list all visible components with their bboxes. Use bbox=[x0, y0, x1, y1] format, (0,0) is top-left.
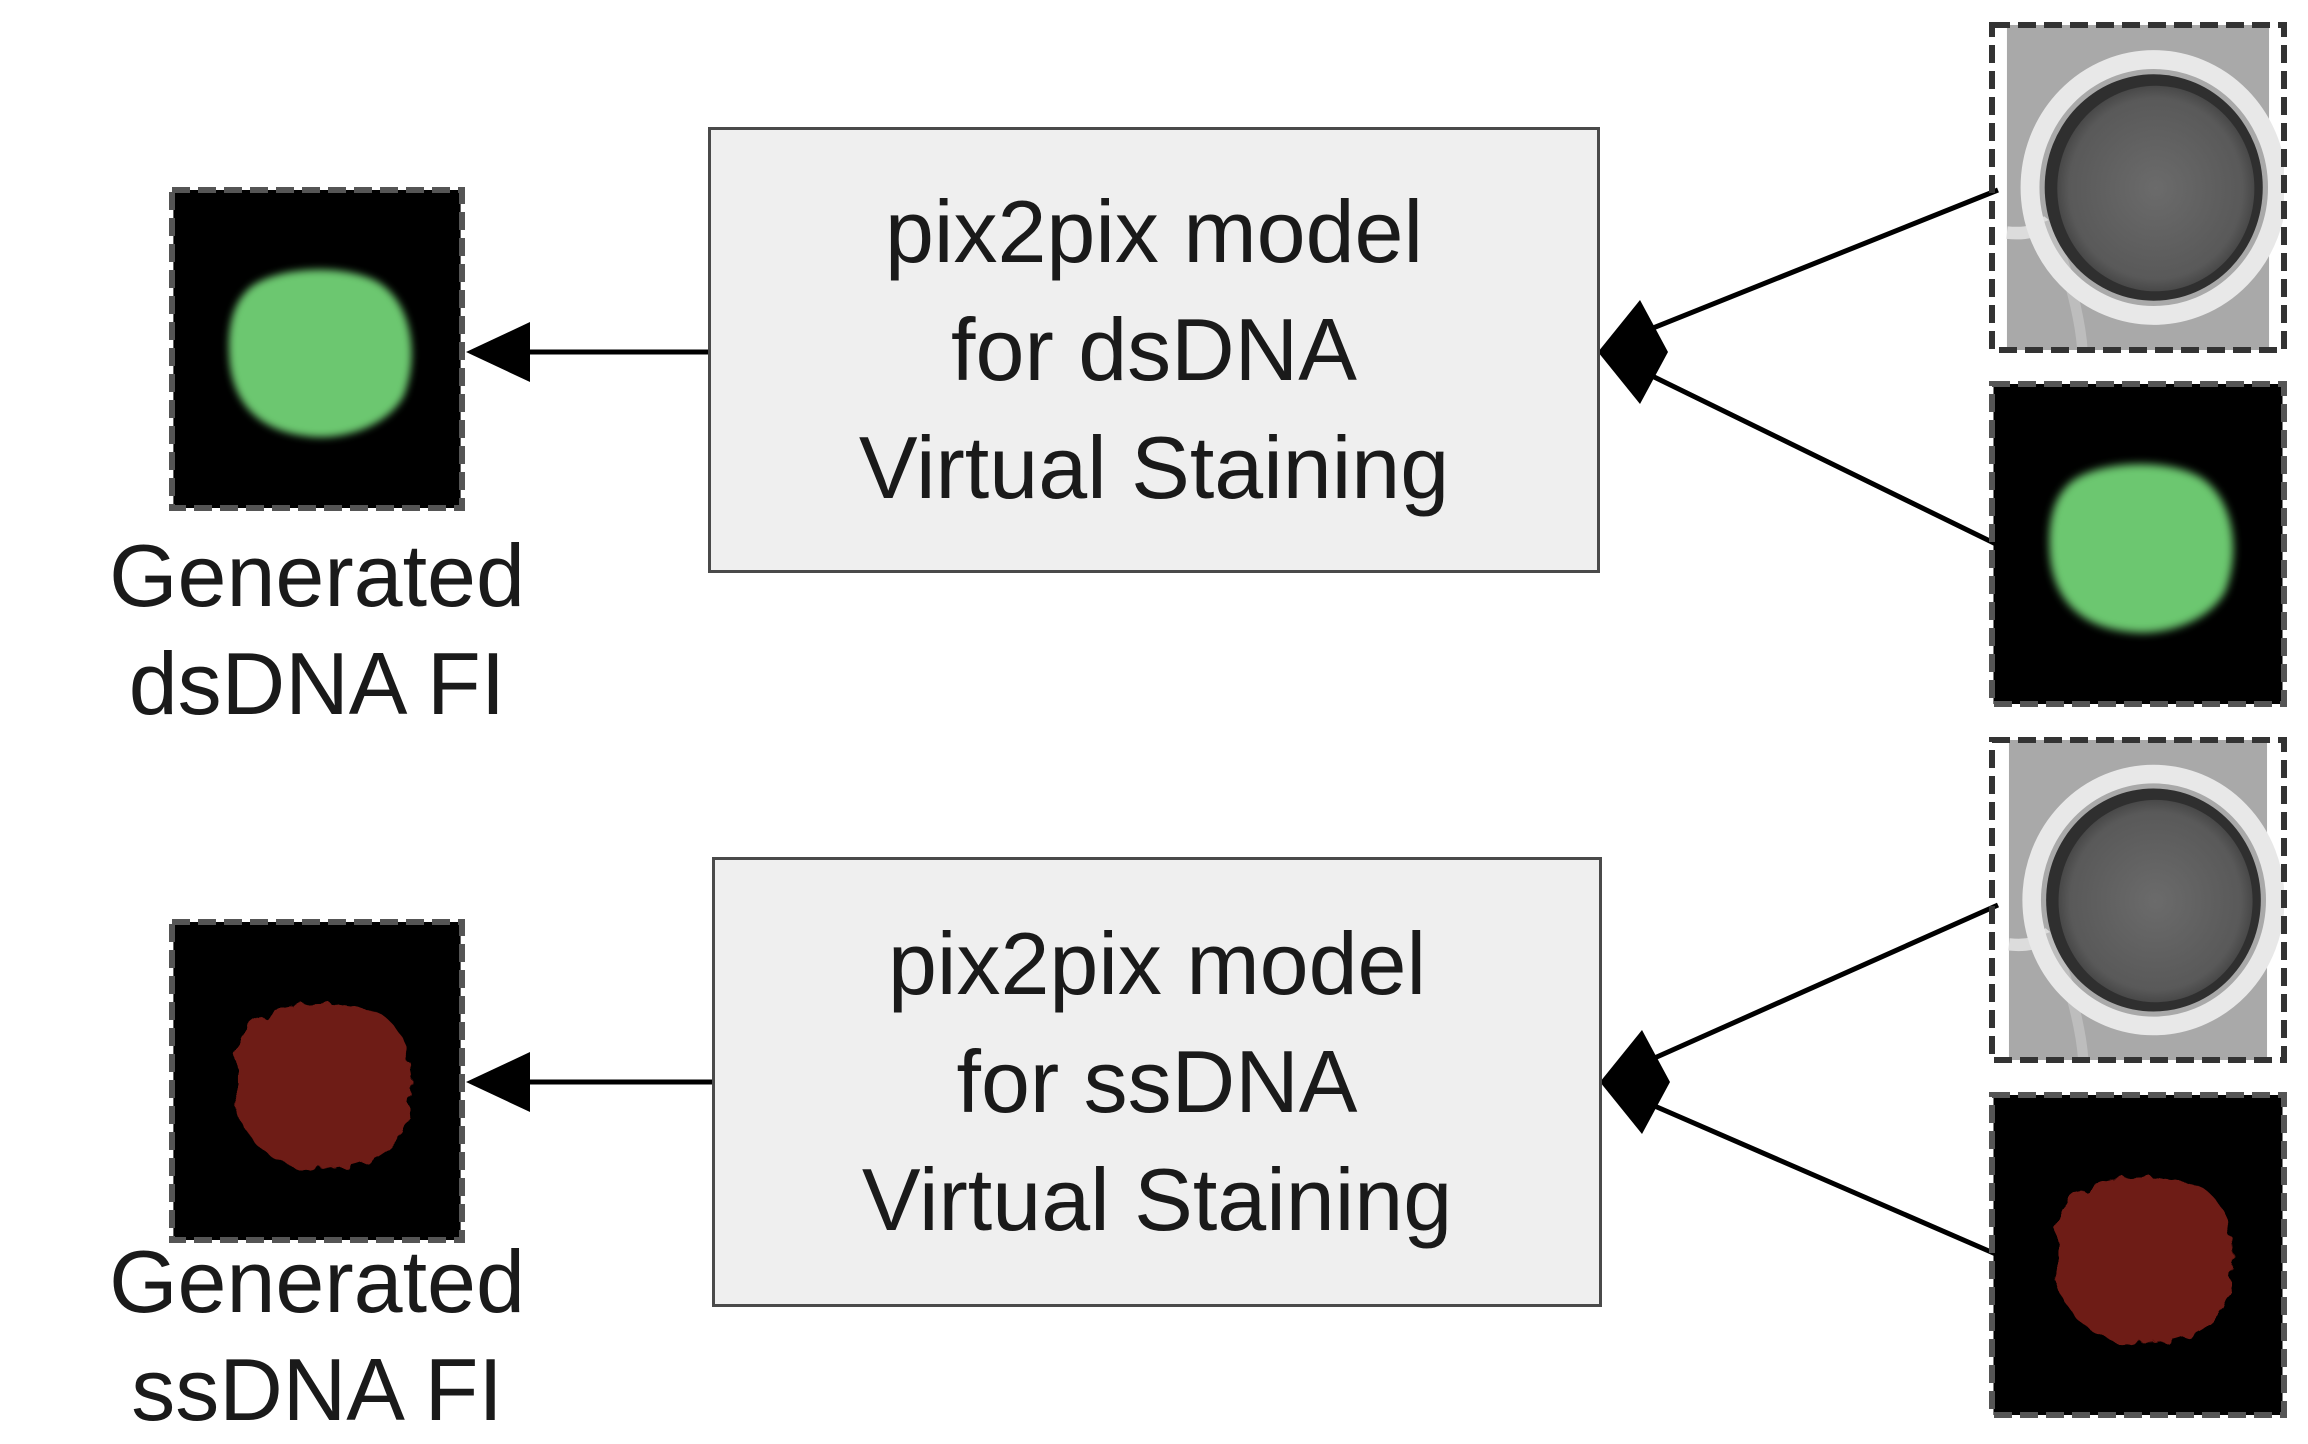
model-box-ssdna-line-3: Virtual Staining bbox=[861, 1150, 1453, 1249]
input-tile-dsdna-fluorescence bbox=[1989, 381, 2287, 707]
model-box-dsdna-line-3: Virtual Staining bbox=[858, 418, 1450, 517]
input-tile-brightfield-1 bbox=[1989, 22, 2287, 353]
input-connector-ssdna bbox=[1600, 902, 2000, 1258]
output-arrow-dsdna bbox=[466, 322, 708, 382]
model-box-ssdna: pix2pix model for ssDNA Virtual Staining bbox=[712, 857, 1602, 1307]
input-tile-brightfield-2 bbox=[1989, 737, 2287, 1063]
output-arrow-ssdna bbox=[466, 1052, 712, 1112]
output-tile-ssdna bbox=[169, 919, 465, 1243]
output-caption-dsdna: Generated dsDNA FI bbox=[67, 522, 567, 738]
input-connector-dsdna bbox=[1598, 187, 2000, 548]
output-caption-ssdna: Generated ssDNA FI bbox=[67, 1228, 567, 1444]
output-caption-dsdna-line-1: Generated bbox=[109, 526, 525, 625]
output-caption-ssdna-line-1: Generated bbox=[109, 1232, 525, 1331]
input-tile-ssdna-fluorescence bbox=[1989, 1092, 2287, 1418]
model-box-dsdna-line-1: pix2pix model bbox=[884, 182, 1424, 281]
output-caption-ssdna-line-2: ssDNA FI bbox=[131, 1340, 503, 1439]
output-tile-dsdna bbox=[169, 187, 465, 511]
model-box-dsdna: pix2pix model for dsDNA Virtual Staining bbox=[708, 127, 1600, 573]
output-caption-dsdna-line-2: dsDNA FI bbox=[128, 634, 506, 733]
model-box-ssdna-line-1: pix2pix model bbox=[887, 914, 1427, 1013]
model-box-ssdna-line-2: for ssDNA bbox=[956, 1032, 1358, 1131]
model-box-dsdna-line-2: for dsDNA bbox=[951, 300, 1357, 399]
